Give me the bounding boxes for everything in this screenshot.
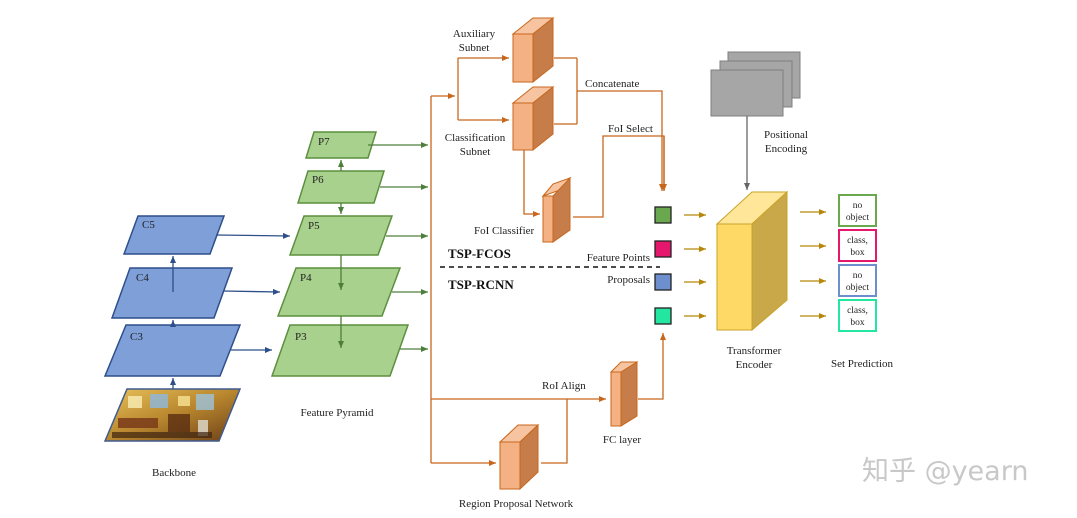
classification-subnet-label-1: Classification <box>445 132 506 144</box>
prediction-box-3: no object <box>838 264 877 297</box>
c4-label: C4 <box>136 272 149 284</box>
set-prediction-label: Set Prediction <box>831 358 894 370</box>
pyramid-p4: P4 <box>276 267 402 317</box>
auxiliary-subnet-label-1: Auxiliary <box>453 28 496 40</box>
positional-encoding-label-2: Encoding <box>765 143 808 155</box>
p4-label: P4 <box>300 272 312 284</box>
classification-subnet-label-2: Subnet <box>460 146 491 158</box>
prediction-1-line-1: no <box>853 201 863 211</box>
backbone-c5: C5 <box>122 215 226 255</box>
foi-classifier-box <box>541 176 572 243</box>
classification-subnet-box <box>511 85 555 152</box>
prediction-3-line-2: object <box>846 283 870 293</box>
token-square <box>654 307 672 325</box>
roi-align-label: RoI Align <box>542 380 586 392</box>
p3-label: P3 <box>295 331 307 343</box>
rpn-label: Region Proposal Network <box>459 498 574 510</box>
tsp-fcos-label: TSP-FCOS <box>448 246 511 261</box>
backbone-arrows <box>170 232 291 389</box>
token-arrows <box>684 212 706 319</box>
concatenate-label: Concatenate <box>585 78 639 90</box>
positional-encoding-stack <box>710 51 801 117</box>
pyramid-p7: P7 <box>304 131 378 159</box>
pyramid-p3: P3 <box>270 324 410 377</box>
prediction-box-1: no object <box>838 194 877 227</box>
foi-select-label: FoI Select <box>608 123 653 135</box>
transformer-encoder-block <box>715 190 789 332</box>
foi-classifier-label: FoI Classifier <box>474 225 535 237</box>
fc-layer-label: FC layer <box>603 434 642 446</box>
p6-label: P6 <box>312 174 324 186</box>
tsp-rcnn-label: TSP-RCNN <box>448 277 514 292</box>
fc-layer-box <box>609 361 639 427</box>
prediction-4-line-2: box <box>850 318 865 328</box>
prediction-box-4: class, box <box>838 299 877 332</box>
prediction-4-line-1: class, <box>847 306 868 316</box>
output-arrows <box>800 209 826 319</box>
token-square <box>654 273 672 291</box>
backbone-c3: C3 <box>103 324 242 377</box>
head-connectors <box>430 55 667 466</box>
watermark: 知乎 @yearn <box>862 456 1028 487</box>
auxiliary-subnet-label-2: Subnet <box>459 42 490 54</box>
prediction-2-line-1: class, <box>847 236 868 246</box>
feature-points-label: Feature Points <box>587 252 650 264</box>
transformer-label-2: Encoder <box>736 359 773 371</box>
positional-encoding-label-1: Positional <box>764 129 808 141</box>
c3-label: C3 <box>130 331 143 343</box>
prediction-box-2: class, box <box>838 229 877 262</box>
p5-label: P5 <box>308 220 320 232</box>
pyramid-p6: P6 <box>296 170 386 204</box>
rpn-box <box>498 423 540 491</box>
pyramid-arrows <box>338 142 428 352</box>
proposals-label: Proposals <box>607 274 650 286</box>
p7-label: P7 <box>318 136 330 148</box>
transformer-label-1: Transformer <box>727 345 782 357</box>
prediction-2-line-2: box <box>850 248 865 258</box>
backbone-c4: C4 <box>110 267 234 319</box>
backbone-label: Backbone <box>152 467 196 479</box>
backbone-image <box>103 388 242 442</box>
feature-pyramid-label: Feature Pyramid <box>300 407 374 419</box>
token-square <box>654 240 672 258</box>
c5-label: C5 <box>142 219 155 231</box>
token-square <box>654 206 672 224</box>
auxiliary-subnet-box <box>511 16 555 84</box>
prediction-1-line-2: object <box>846 213 870 223</box>
prediction-3-line-1: no <box>853 271 863 281</box>
pyramid-p5: P5 <box>288 215 394 256</box>
